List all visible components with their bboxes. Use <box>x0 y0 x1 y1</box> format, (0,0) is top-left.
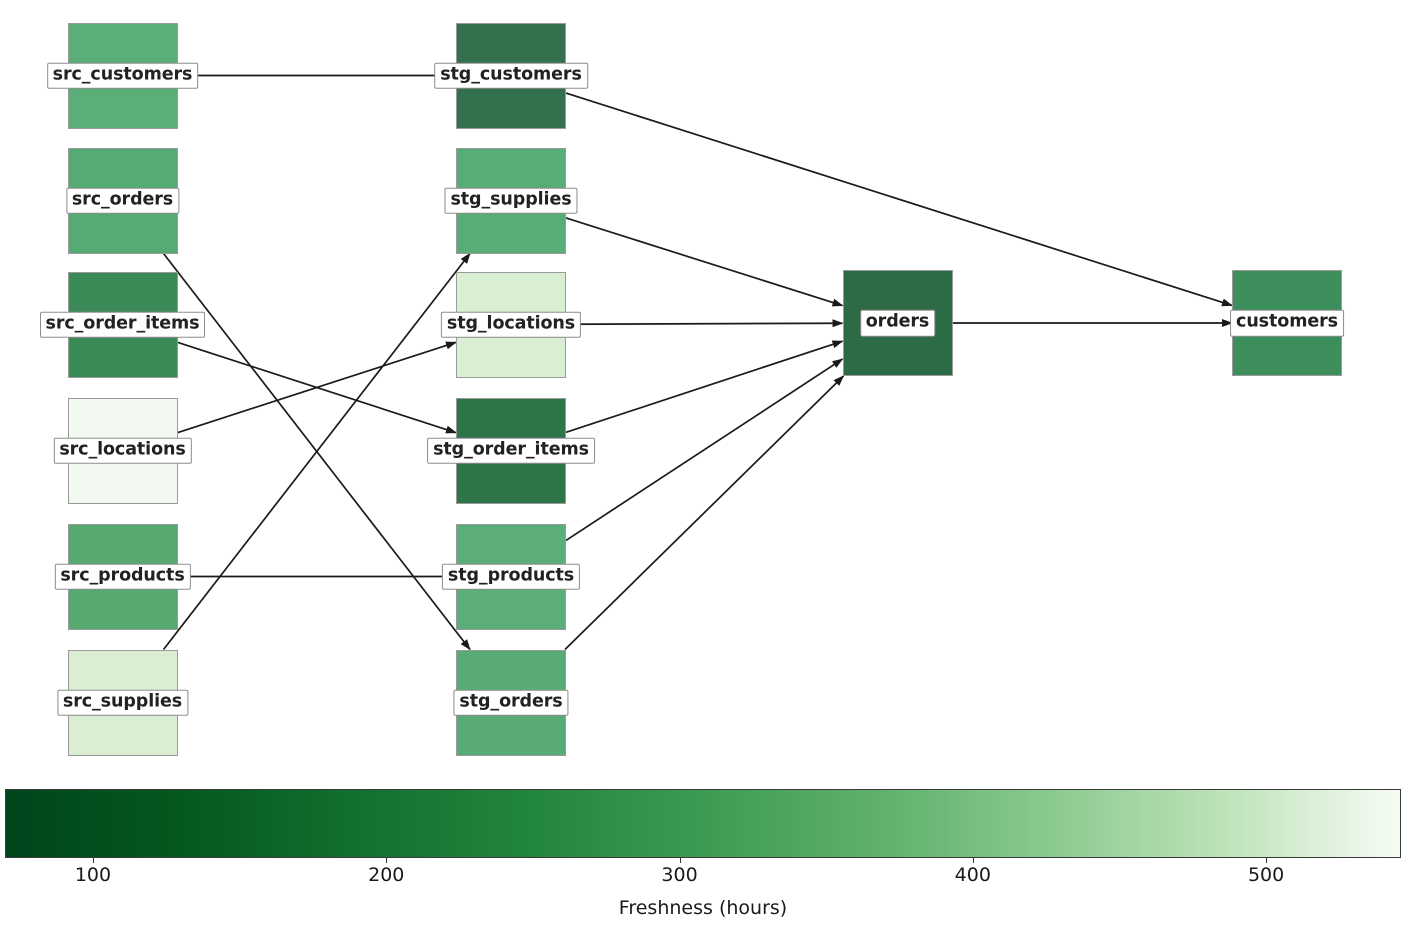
node-label-src_supplies: src_supplies <box>56 689 189 716</box>
colorbar-tick-label-100: 100 <box>74 864 112 886</box>
node-label-orders: orders <box>859 309 936 337</box>
colorbar-tick-300 <box>679 858 681 863</box>
colorbar-tick-label-400: 400 <box>954 864 991 886</box>
edge-stg_supplies-to-orders <box>565 217 844 307</box>
colorbar-tick-label-200: 200 <box>368 864 405 886</box>
node-label-src_order_items: src_order_items <box>39 311 206 338</box>
node-label-stg_locations: stg_locations <box>440 311 582 338</box>
node-label-src_customers: src_customers <box>46 62 199 89</box>
node-label-stg_supplies: stg_supplies <box>444 187 578 214</box>
colorbar-tick-label-300: 300 <box>661 864 698 886</box>
edge-stg_orders-to-orders <box>564 375 845 651</box>
colorbar-tick-500 <box>1266 858 1268 863</box>
edge-src_supplies-to-stg_supplies <box>162 252 471 651</box>
node-label-src_locations: src_locations <box>53 437 192 464</box>
node-label-stg_orders: stg_orders <box>453 689 569 716</box>
edge-stg_order_items-to-orders <box>565 340 844 434</box>
edge-src_locations-to-stg_locations <box>177 341 457 434</box>
node-label-src_orders: src_orders <box>65 187 180 214</box>
node-label-stg_customers: stg_customers <box>434 62 588 89</box>
edge-stg_customers-to-customers <box>565 92 1233 307</box>
colorbar[interactable] <box>5 789 1401 863</box>
colorbar-gradient <box>5 789 1401 858</box>
node-label-customers: customers <box>1230 309 1344 337</box>
colorbar-tick-label-500: 500 <box>1247 864 1285 886</box>
colorbar-tick-200 <box>386 858 388 863</box>
colorbar-tick-400 <box>972 858 974 863</box>
node-label-stg_order_items: stg_order_items <box>427 437 595 464</box>
node-label-src_products: src_products <box>54 563 191 590</box>
edge-stg_products-to-orders <box>565 358 844 542</box>
node-label-stg_products: stg_products <box>441 563 581 590</box>
colorbar-tick-100 <box>92 858 94 863</box>
colorbar-axis-label: Freshness (hours) <box>618 897 788 919</box>
edge-stg_locations-to-orders <box>565 319 844 328</box>
